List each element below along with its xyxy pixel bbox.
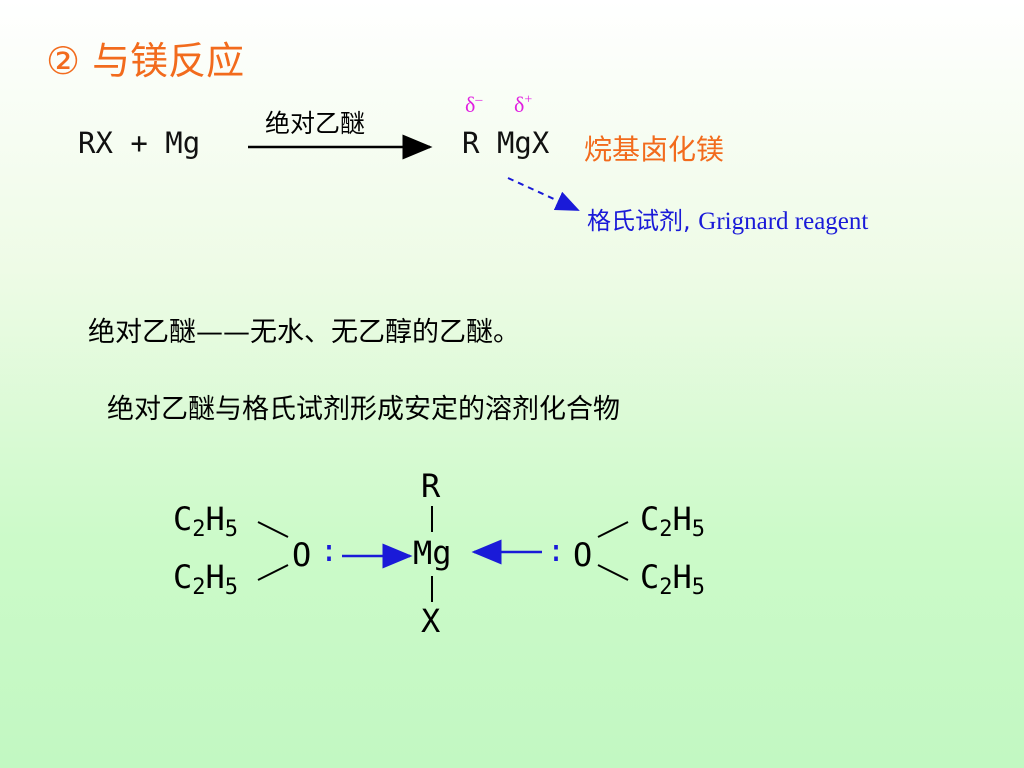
ethyl-left-upper: C2H5 [173, 500, 239, 542]
grignard-label: 格氏试剂, Grignard reagent [587, 201, 868, 236]
explanation-line: 绝对乙醚与格氏试剂形成安定的溶剂化合物 [107, 394, 620, 425]
oxygen-left: O [292, 536, 312, 574]
ethyl-left-lower: C2H5 [173, 558, 239, 600]
dashed-pointer-arrow [507, 177, 580, 211]
product: R MgX [462, 126, 549, 160]
slide-title: ② 与镁反应 [46, 39, 245, 83]
product-name: 烷基卤化镁 [584, 133, 725, 166]
bond-left-lower [257, 564, 289, 581]
product-r: R [462, 126, 480, 160]
oxygen-right: O [573, 536, 593, 574]
lone-pair-left: : [320, 534, 339, 569]
grignard-en: Grignard reagent [698, 208, 869, 235]
grignard-zh: 格氏试剂, [587, 207, 691, 235]
ethyl-right-upper: C2H5 [640, 500, 706, 542]
atom-mg: Mg [413, 534, 452, 572]
bond-left-upper [257, 521, 289, 538]
reaction-condition: 绝对乙醚 [265, 109, 366, 138]
ethyl-right-lower: C2H5 [640, 558, 706, 600]
reactants: RX + Mg [78, 126, 201, 160]
definition-line: 绝对乙醚——无水、无乙醇的乙醚。 [88, 317, 520, 348]
delta-minus: δ– [465, 92, 483, 117]
atom-r: R [421, 467, 441, 505]
bond-right-upper [597, 521, 629, 538]
delta-plus: δ+ [514, 92, 533, 117]
atom-x: X [421, 602, 441, 640]
bond-right-lower [597, 564, 629, 581]
product-mgx: MgX [496, 126, 550, 160]
lone-pair-right: : [547, 534, 566, 569]
